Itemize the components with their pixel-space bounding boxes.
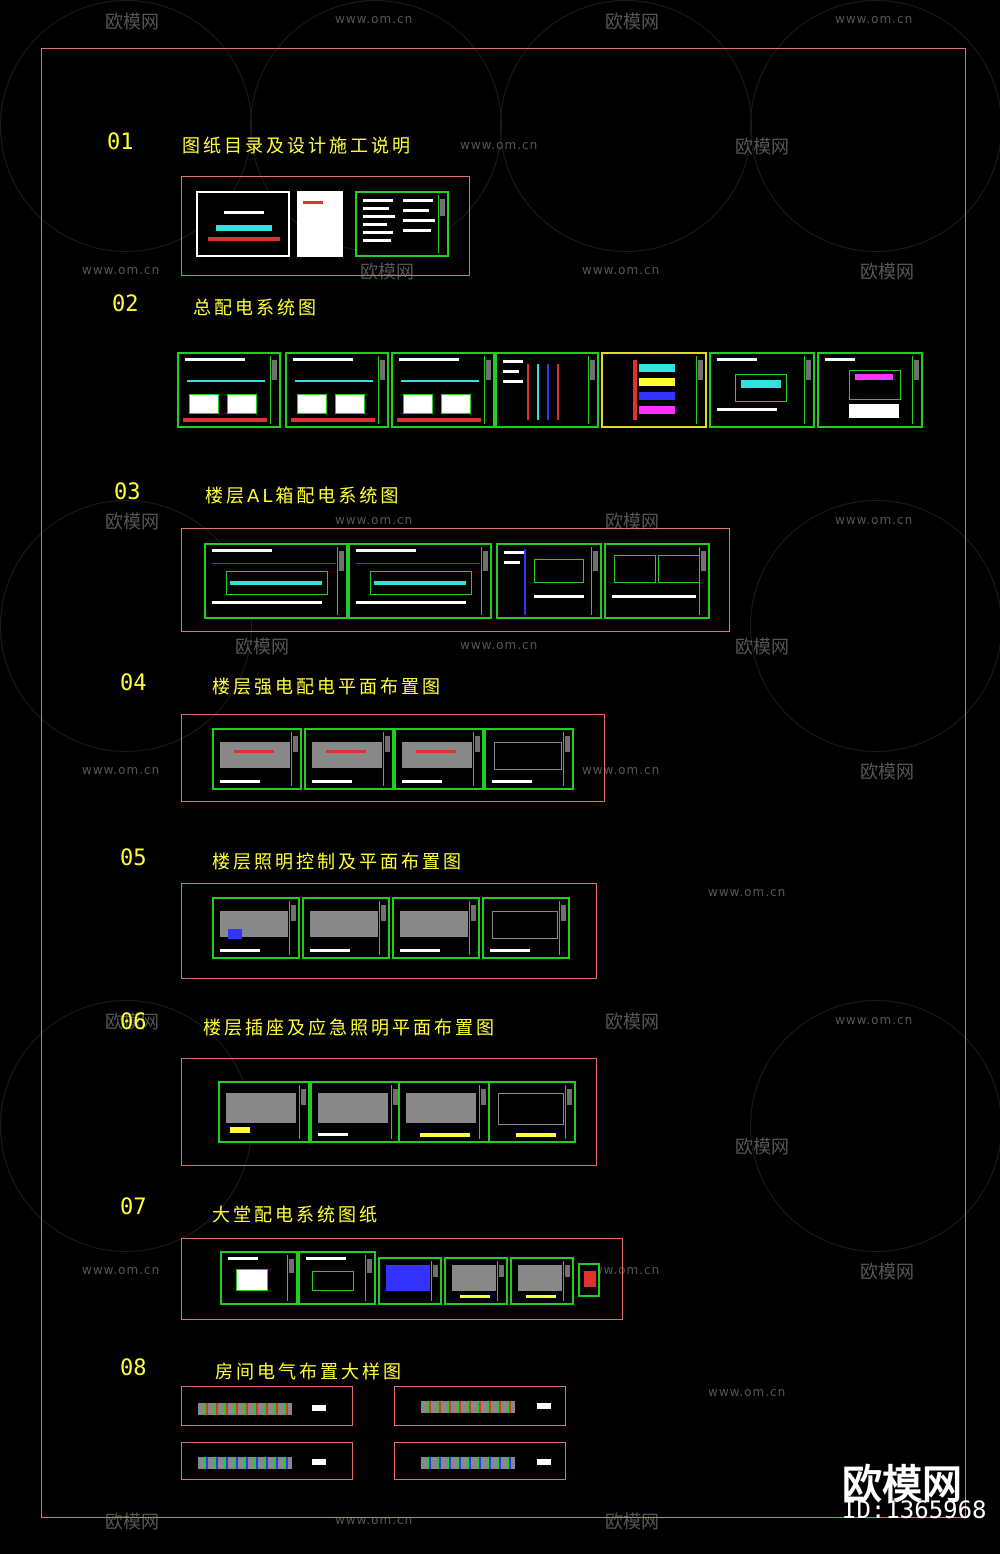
watermark-brand: 欧模网 bbox=[105, 512, 159, 533]
drawing-sheet[interactable] bbox=[394, 728, 484, 790]
watermark-brand: 欧模网 bbox=[860, 262, 914, 283]
sheet-group[interactable] bbox=[181, 528, 730, 632]
drawing-sheet[interactable] bbox=[709, 352, 815, 428]
section-number: 04 bbox=[120, 671, 147, 696]
sheet-group[interactable] bbox=[181, 176, 470, 276]
section-title: 总配电系统图 bbox=[193, 298, 319, 319]
section-number: 03 bbox=[114, 480, 141, 505]
watermark-site: www.om.cn bbox=[708, 885, 787, 899]
watermark-brand: 欧模网 bbox=[860, 762, 914, 783]
drawing-sheet[interactable] bbox=[212, 728, 302, 790]
watermark-brand: 欧模网 bbox=[735, 637, 789, 658]
section-number: 01 bbox=[107, 130, 134, 155]
drawing-sheet[interactable] bbox=[204, 543, 348, 619]
watermark-brand: 欧模网 bbox=[735, 1137, 789, 1158]
section-title: 图纸目录及设计施工说明 bbox=[182, 136, 413, 157]
section-title: 楼层强电配电平面布置图 bbox=[212, 677, 443, 698]
sheet-row bbox=[177, 352, 923, 428]
section-number: 06 bbox=[120, 1010, 147, 1035]
watermark-site: www.om.cn bbox=[335, 12, 414, 26]
drawing-sheet[interactable] bbox=[310, 1081, 402, 1143]
watermark-site: www.om.cn bbox=[582, 263, 661, 277]
sheet-group[interactable] bbox=[181, 714, 605, 802]
sheet-group[interactable] bbox=[181, 1442, 353, 1480]
section-number: 05 bbox=[120, 846, 147, 871]
outer-frame bbox=[41, 48, 966, 1518]
drawing-sheet[interactable] bbox=[304, 728, 394, 790]
watermark-site: www.om.cn bbox=[460, 138, 539, 152]
watermark-site: www.om.cn bbox=[335, 513, 414, 527]
sheet-group[interactable] bbox=[181, 883, 597, 979]
watermark-site: www.om.cn bbox=[335, 1513, 414, 1527]
sheet-group[interactable] bbox=[181, 1058, 597, 1166]
watermark-brand: 欧模网 bbox=[735, 137, 789, 158]
drawing-sheet[interactable] bbox=[302, 897, 390, 959]
section-number: 08 bbox=[120, 1356, 147, 1381]
drawing-sheet[interactable] bbox=[392, 897, 480, 959]
watermark-site: www.om.cn bbox=[835, 513, 914, 527]
section-number: 07 bbox=[120, 1195, 147, 1220]
sheet-group[interactable] bbox=[394, 1442, 566, 1480]
drawing-sheet[interactable] bbox=[484, 728, 574, 790]
drawing-sheet[interactable] bbox=[817, 352, 923, 428]
watermark-brand: 欧模网 bbox=[360, 262, 414, 283]
watermark-site: www.om.cn bbox=[82, 763, 161, 777]
section-title: 楼层照明控制及平面布置图 bbox=[212, 852, 464, 873]
drawing-sheet[interactable] bbox=[298, 1251, 376, 1305]
section-title: 房间电气布置大样图 bbox=[215, 1362, 404, 1383]
drawing-sheet[interactable] bbox=[601, 352, 707, 428]
watermark-brand: 欧模网 bbox=[105, 1012, 159, 1033]
drawing-sheet[interactable] bbox=[355, 191, 449, 257]
drawing-sheet[interactable] bbox=[177, 352, 281, 428]
drawing-sheet[interactable] bbox=[348, 543, 492, 619]
drawing-sheet[interactable] bbox=[482, 897, 570, 959]
watermark-site: www.om.cn bbox=[82, 263, 161, 277]
sheet-group[interactable] bbox=[394, 1386, 566, 1426]
drawing-sheet[interactable] bbox=[220, 1251, 298, 1305]
product-id: ID:1365968 bbox=[842, 1496, 987, 1524]
drawing-sheet[interactable] bbox=[297, 191, 343, 257]
drawing-sheet[interactable] bbox=[196, 191, 290, 257]
watermark-brand: 欧模网 bbox=[605, 12, 659, 33]
drawing-sheet[interactable] bbox=[495, 352, 599, 428]
drawing-sheet[interactable] bbox=[391, 352, 495, 428]
watermark-brand: 欧模网 bbox=[105, 12, 159, 33]
watermark-site: www.om.cn bbox=[460, 638, 539, 652]
section-title: 楼层AL箱配电系统图 bbox=[205, 486, 402, 507]
drawing-sheet[interactable] bbox=[604, 543, 710, 619]
watermark-site: www.om.cn bbox=[708, 1385, 787, 1399]
drawing-sheet[interactable] bbox=[398, 1081, 490, 1143]
watermark-brand: 欧模网 bbox=[605, 512, 659, 533]
watermark-site: www.om.cn bbox=[835, 1013, 914, 1027]
sheet-group[interactable] bbox=[181, 1238, 623, 1320]
watermark-brand: 欧模网 bbox=[235, 637, 289, 658]
section-title: 楼层插座及应急照明平面布置图 bbox=[203, 1018, 497, 1039]
drawing-sheet[interactable] bbox=[510, 1257, 574, 1305]
drawing-sheet[interactable] bbox=[444, 1257, 508, 1305]
drawing-sheet[interactable] bbox=[496, 543, 602, 619]
watermark-site: www.om.cn bbox=[82, 1263, 161, 1277]
section-title: 大堂配电系统图纸 bbox=[212, 1205, 380, 1226]
drawing-sheet[interactable] bbox=[285, 352, 389, 428]
drawing-sheet[interactable] bbox=[212, 897, 300, 959]
drawing-sheet[interactable] bbox=[378, 1257, 442, 1305]
drawing-sheet[interactable] bbox=[488, 1081, 576, 1143]
section-number: 02 bbox=[112, 292, 139, 317]
drawing-sheet[interactable] bbox=[218, 1081, 310, 1143]
sheet-group[interactable] bbox=[181, 1386, 353, 1426]
watermark-brand: 欧模网 bbox=[860, 1262, 914, 1283]
watermark-site: www.om.cn bbox=[582, 763, 661, 777]
watermark-site: www.om.cn bbox=[582, 1263, 661, 1277]
brand-logo-text: 欧模网 bbox=[842, 1462, 962, 1508]
watermark-brand: 欧模网 bbox=[605, 1012, 659, 1033]
watermark-site: www.om.cn bbox=[835, 12, 914, 26]
drawing-sheet[interactable] bbox=[578, 1263, 600, 1297]
